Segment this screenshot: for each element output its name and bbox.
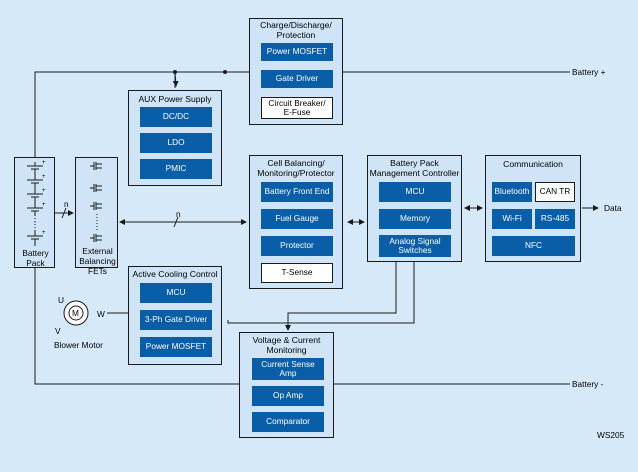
active-cooling-box: Active Cooling Control MCU 3-Ph Gate Dri… <box>128 266 222 365</box>
communication-title: Communication <box>503 159 563 169</box>
can-tr-block: CAN TR <box>535 182 575 202</box>
phase-w-label: W <box>97 309 105 319</box>
fet-array-icon <box>90 162 102 242</box>
voltage-current-box: Voltage & Current Monitoring Current Sen… <box>239 332 334 438</box>
blower-motor-label: Blower Motor <box>54 340 103 350</box>
aux-power-supply-title: AUX Power Supply <box>138 94 212 104</box>
rs485-block: RS-485 <box>535 209 575 229</box>
pmic-block: PMIC <box>140 159 212 179</box>
svg-text:+: + <box>42 160 46 166</box>
n-label-pack: n <box>64 199 69 209</box>
battery-front-end-block: Battery Front End <box>261 182 333 202</box>
cooling-mcu-block: MCU <box>140 283 212 303</box>
svg-text:+: + <box>42 202 46 208</box>
active-cooling-title: Active Cooling Control <box>132 269 218 279</box>
battery-minus-rail <box>34 268 570 385</box>
battery-minus-label: Battery - <box>572 379 604 389</box>
power-mosfet-block: Power MOSFET <box>261 43 333 61</box>
voltage-current-title: Voltage & Current Monitoring <box>252 335 321 355</box>
battery-pack-label: Battery Pack <box>22 248 49 268</box>
op-amp-block: Op Amp <box>252 386 324 406</box>
fuel-gauge-block: Fuel Gauge <box>261 209 333 229</box>
bpmc-box: Battery Pack Management Controller MCU M… <box>367 155 462 262</box>
svg-text:+: + <box>42 230 46 236</box>
cell-balancing-box: Cell Balancing/ Monitoring/Protector Bat… <box>249 155 343 289</box>
nfc-block: NFC <box>492 236 575 256</box>
cell-balancing-title: Cell Balancing/ Monitoring/Protector <box>257 158 335 178</box>
balancing-fets-box: External Balancing FETs <box>75 157 118 276</box>
svg-text:+: + <box>42 188 46 194</box>
bluetooth-block: Bluetooth <box>492 182 532 202</box>
charge-discharge-protection-box: Charge/Discharge/ Protection Power MOSFE… <box>249 18 343 125</box>
blower-motor-symbol <box>63 300 89 326</box>
gate-driver-block: Gate Driver <box>261 70 333 88</box>
comparator-block: Comparator <box>252 412 324 432</box>
ldo-block: LDO <box>140 133 212 153</box>
phase-u-label: U <box>58 295 64 305</box>
three-phase-gate-driver-block: 3-Ph Gate Driver <box>140 310 212 330</box>
balancing-fets-label: External Balancing FETs <box>79 246 116 276</box>
bpmc-memory-block: Memory <box>379 209 451 229</box>
communication-box: Communication Bluetooth CAN TR Wi-Fi RS-… <box>485 155 581 262</box>
data-label: Data <box>604 203 622 213</box>
svg-text:+: + <box>42 174 46 180</box>
t-sense-block: T-Sense <box>261 263 333 283</box>
analog-switches-block: Analog Signal Switches <box>379 235 451 257</box>
phase-v-label: V <box>55 326 61 336</box>
wifi-block: Wi-Fi <box>492 209 532 229</box>
dcdc-block: DC/DC <box>140 107 212 127</box>
bpmc-mcu-block: MCU <box>379 182 451 202</box>
circuit-breaker-block: Circuit Breaker/ E-Fuse <box>261 97 333 119</box>
motor-m-label: M <box>72 308 79 318</box>
bpmc-to-cooling-link <box>227 262 415 324</box>
analog-to-vcm-link <box>285 262 397 331</box>
protector-block: Protector <box>261 236 333 256</box>
battery-plus-label: Battery + <box>572 67 606 77</box>
aux-power-supply-box: AUX Power Supply DC/DC LDO PMIC <box>128 90 222 186</box>
battery-pack-box: + + + + + Battery Pack <box>14 157 55 268</box>
battery-cells-icon: + + + + + <box>27 160 46 246</box>
charge-discharge-protection-title: Charge/Discharge/ Protection <box>260 20 332 40</box>
bpmc-title: Battery Pack Management Controller <box>369 158 460 178</box>
current-sense-amp-block: Current Sense Amp <box>252 358 324 380</box>
figure-id-label: WS205 <box>597 430 625 440</box>
cooling-power-mosfet-block: Power MOSFET <box>140 337 212 357</box>
battery-plus-rail <box>34 71 570 157</box>
n-label-fets: n <box>176 209 181 219</box>
